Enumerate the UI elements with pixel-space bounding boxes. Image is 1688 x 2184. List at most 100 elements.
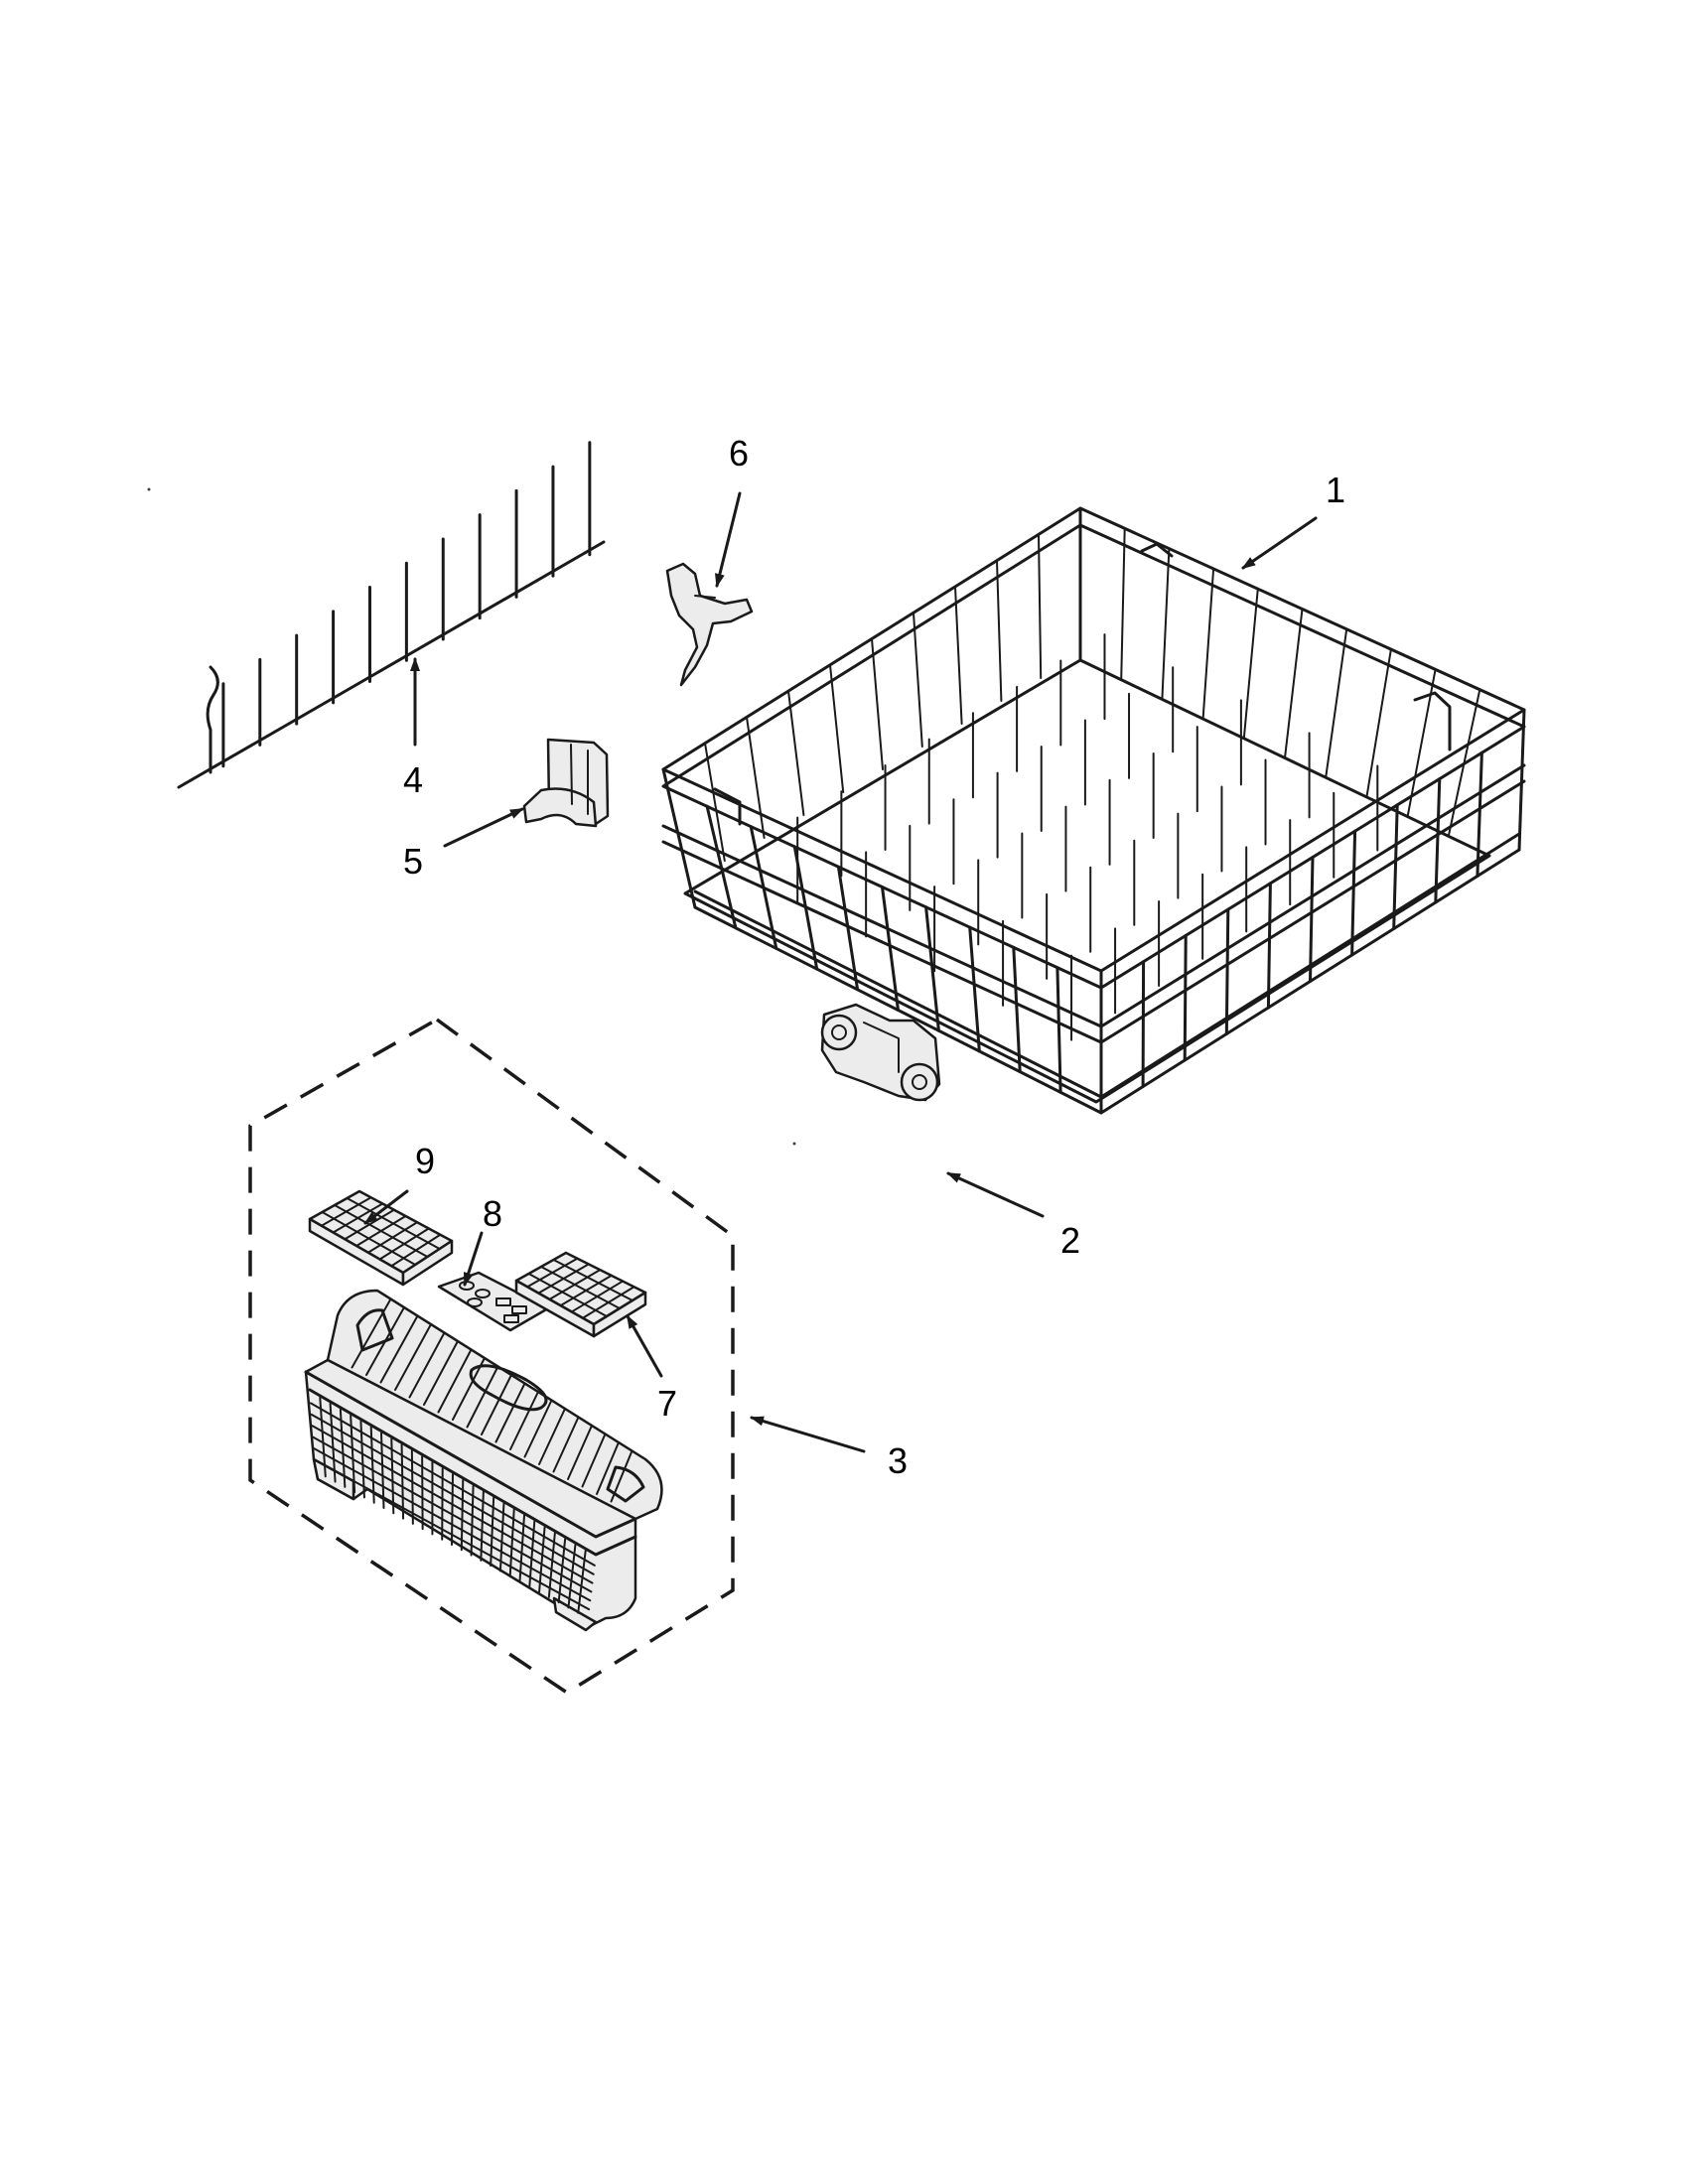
wire (596, 1441, 620, 1495)
wire (355, 1215, 407, 1247)
wire (577, 1550, 587, 1614)
wire (1055, 966, 1062, 1094)
wire (365, 1306, 405, 1376)
wire (390, 1233, 442, 1268)
leader-6 (715, 491, 742, 588)
wire (1365, 648, 1392, 798)
wire (871, 637, 884, 770)
wire (451, 1473, 454, 1546)
wire (421, 1455, 424, 1531)
wire (538, 1526, 546, 1593)
wire (836, 865, 860, 992)
wire (570, 1280, 625, 1313)
wire (610, 1449, 633, 1503)
wire (1309, 856, 1315, 983)
wire (548, 1269, 602, 1300)
wire (1266, 882, 1272, 1010)
wire (437, 1348, 473, 1414)
wire (1224, 907, 1230, 1035)
wire (581, 1286, 635, 1319)
callout-3[interactable]: 3 (887, 1440, 909, 1481)
wire (313, 1447, 592, 1602)
part-5-rack-clip-icon[interactable] (522, 738, 610, 828)
wire (410, 1449, 414, 1525)
wire (394, 1323, 432, 1391)
wire (379, 1314, 419, 1384)
wire (523, 1399, 553, 1458)
wire (359, 1420, 365, 1499)
wire (1201, 567, 1215, 721)
wire (1284, 608, 1304, 759)
part-3-silverware-basket-icon[interactable] (304, 1289, 663, 1632)
part-9-basket-lid-icon[interactable] (308, 1189, 454, 1287)
wire (704, 742, 726, 862)
wire (390, 1437, 395, 1515)
callout-5[interactable]: 5 (402, 841, 424, 882)
wire (498, 1502, 505, 1572)
wire (557, 1538, 567, 1604)
wire (481, 1374, 512, 1435)
wire (319, 1396, 327, 1478)
wire (1392, 803, 1399, 930)
part-4-tine-row-icon[interactable] (177, 441, 606, 789)
wire (567, 1544, 577, 1609)
callout-2[interactable]: 2 (1059, 1220, 1081, 1261)
wire (1434, 777, 1442, 904)
wire (408, 1331, 446, 1399)
wire (540, 1266, 621, 1309)
wire (1038, 533, 1043, 679)
part-2-rack-wheel-icon[interactable] (820, 1003, 941, 1102)
wire (1350, 829, 1357, 957)
part-7-basket-lid-icon[interactable] (514, 1251, 647, 1338)
wire (312, 1435, 593, 1593)
part-3-assembly-boundary (248, 1017, 735, 1696)
wire (508, 1508, 515, 1577)
wire (518, 1514, 525, 1582)
wire (1242, 588, 1259, 740)
leader-7 (626, 1314, 663, 1378)
wire (552, 1416, 580, 1473)
wire (705, 804, 738, 930)
wire (1120, 527, 1126, 681)
wire (1141, 960, 1146, 1088)
wire (369, 1426, 375, 1504)
wire (526, 1257, 579, 1289)
leader-9 (363, 1189, 409, 1225)
wire (366, 1221, 419, 1254)
wire (1476, 751, 1483, 878)
wire (441, 1467, 444, 1541)
wire (746, 716, 766, 839)
wire (311, 1425, 594, 1584)
speck (792, 1142, 796, 1146)
wire (494, 1382, 526, 1443)
callout-6[interactable]: 6 (728, 433, 750, 474)
callout-1[interactable]: 1 (1325, 470, 1346, 510)
leader-5 (443, 807, 524, 848)
callout-4[interactable]: 4 (402, 759, 424, 800)
wire (351, 1297, 392, 1369)
wire (749, 825, 778, 950)
callout-9[interactable]: 9 (414, 1141, 436, 1181)
wire (320, 1196, 372, 1227)
callout-8[interactable]: 8 (482, 1193, 503, 1234)
wire (490, 1496, 495, 1568)
wire (460, 1478, 465, 1552)
wire (423, 1340, 459, 1406)
wire (1012, 945, 1022, 1074)
wire (344, 1208, 395, 1241)
wire (968, 925, 981, 1053)
part-6-tine-clip-icon[interactable] (665, 562, 754, 687)
wire (829, 663, 845, 793)
leader-2 (946, 1171, 1045, 1218)
wire (1447, 688, 1481, 838)
wire (1325, 627, 1348, 779)
part-1-dishrack-icon[interactable] (661, 506, 1526, 1115)
wire (538, 1408, 566, 1465)
callout-7[interactable]: 7 (656, 1383, 678, 1424)
wire (528, 1520, 536, 1588)
speck (147, 487, 151, 491)
wire (470, 1484, 475, 1557)
wire (378, 1227, 430, 1261)
wire (547, 1532, 556, 1598)
